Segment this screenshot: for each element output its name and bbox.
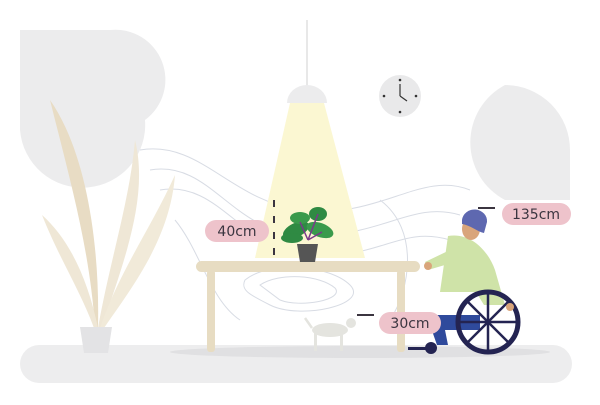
pendant-lamp — [255, 20, 365, 258]
measurement-label-135cm: 135cm — [478, 203, 571, 225]
measurement-label-30cm: 30cm — [357, 312, 441, 334]
bg-blob-left — [20, 29, 166, 188]
floor-plant — [42, 100, 175, 353]
table — [196, 261, 420, 352]
wall-clock — [379, 75, 421, 117]
label-text-40cm: 40cm — [217, 224, 256, 240]
dog — [303, 317, 356, 351]
potted-plant — [281, 207, 334, 262]
bg-blob-right — [470, 85, 570, 200]
label-text-30cm: 30cm — [390, 316, 429, 332]
light-beam — [255, 103, 365, 258]
measurement-label-40cm: 40cm — [205, 220, 269, 242]
label-text-135cm: 135cm — [512, 207, 560, 223]
person-in-wheelchair — [408, 209, 521, 355]
